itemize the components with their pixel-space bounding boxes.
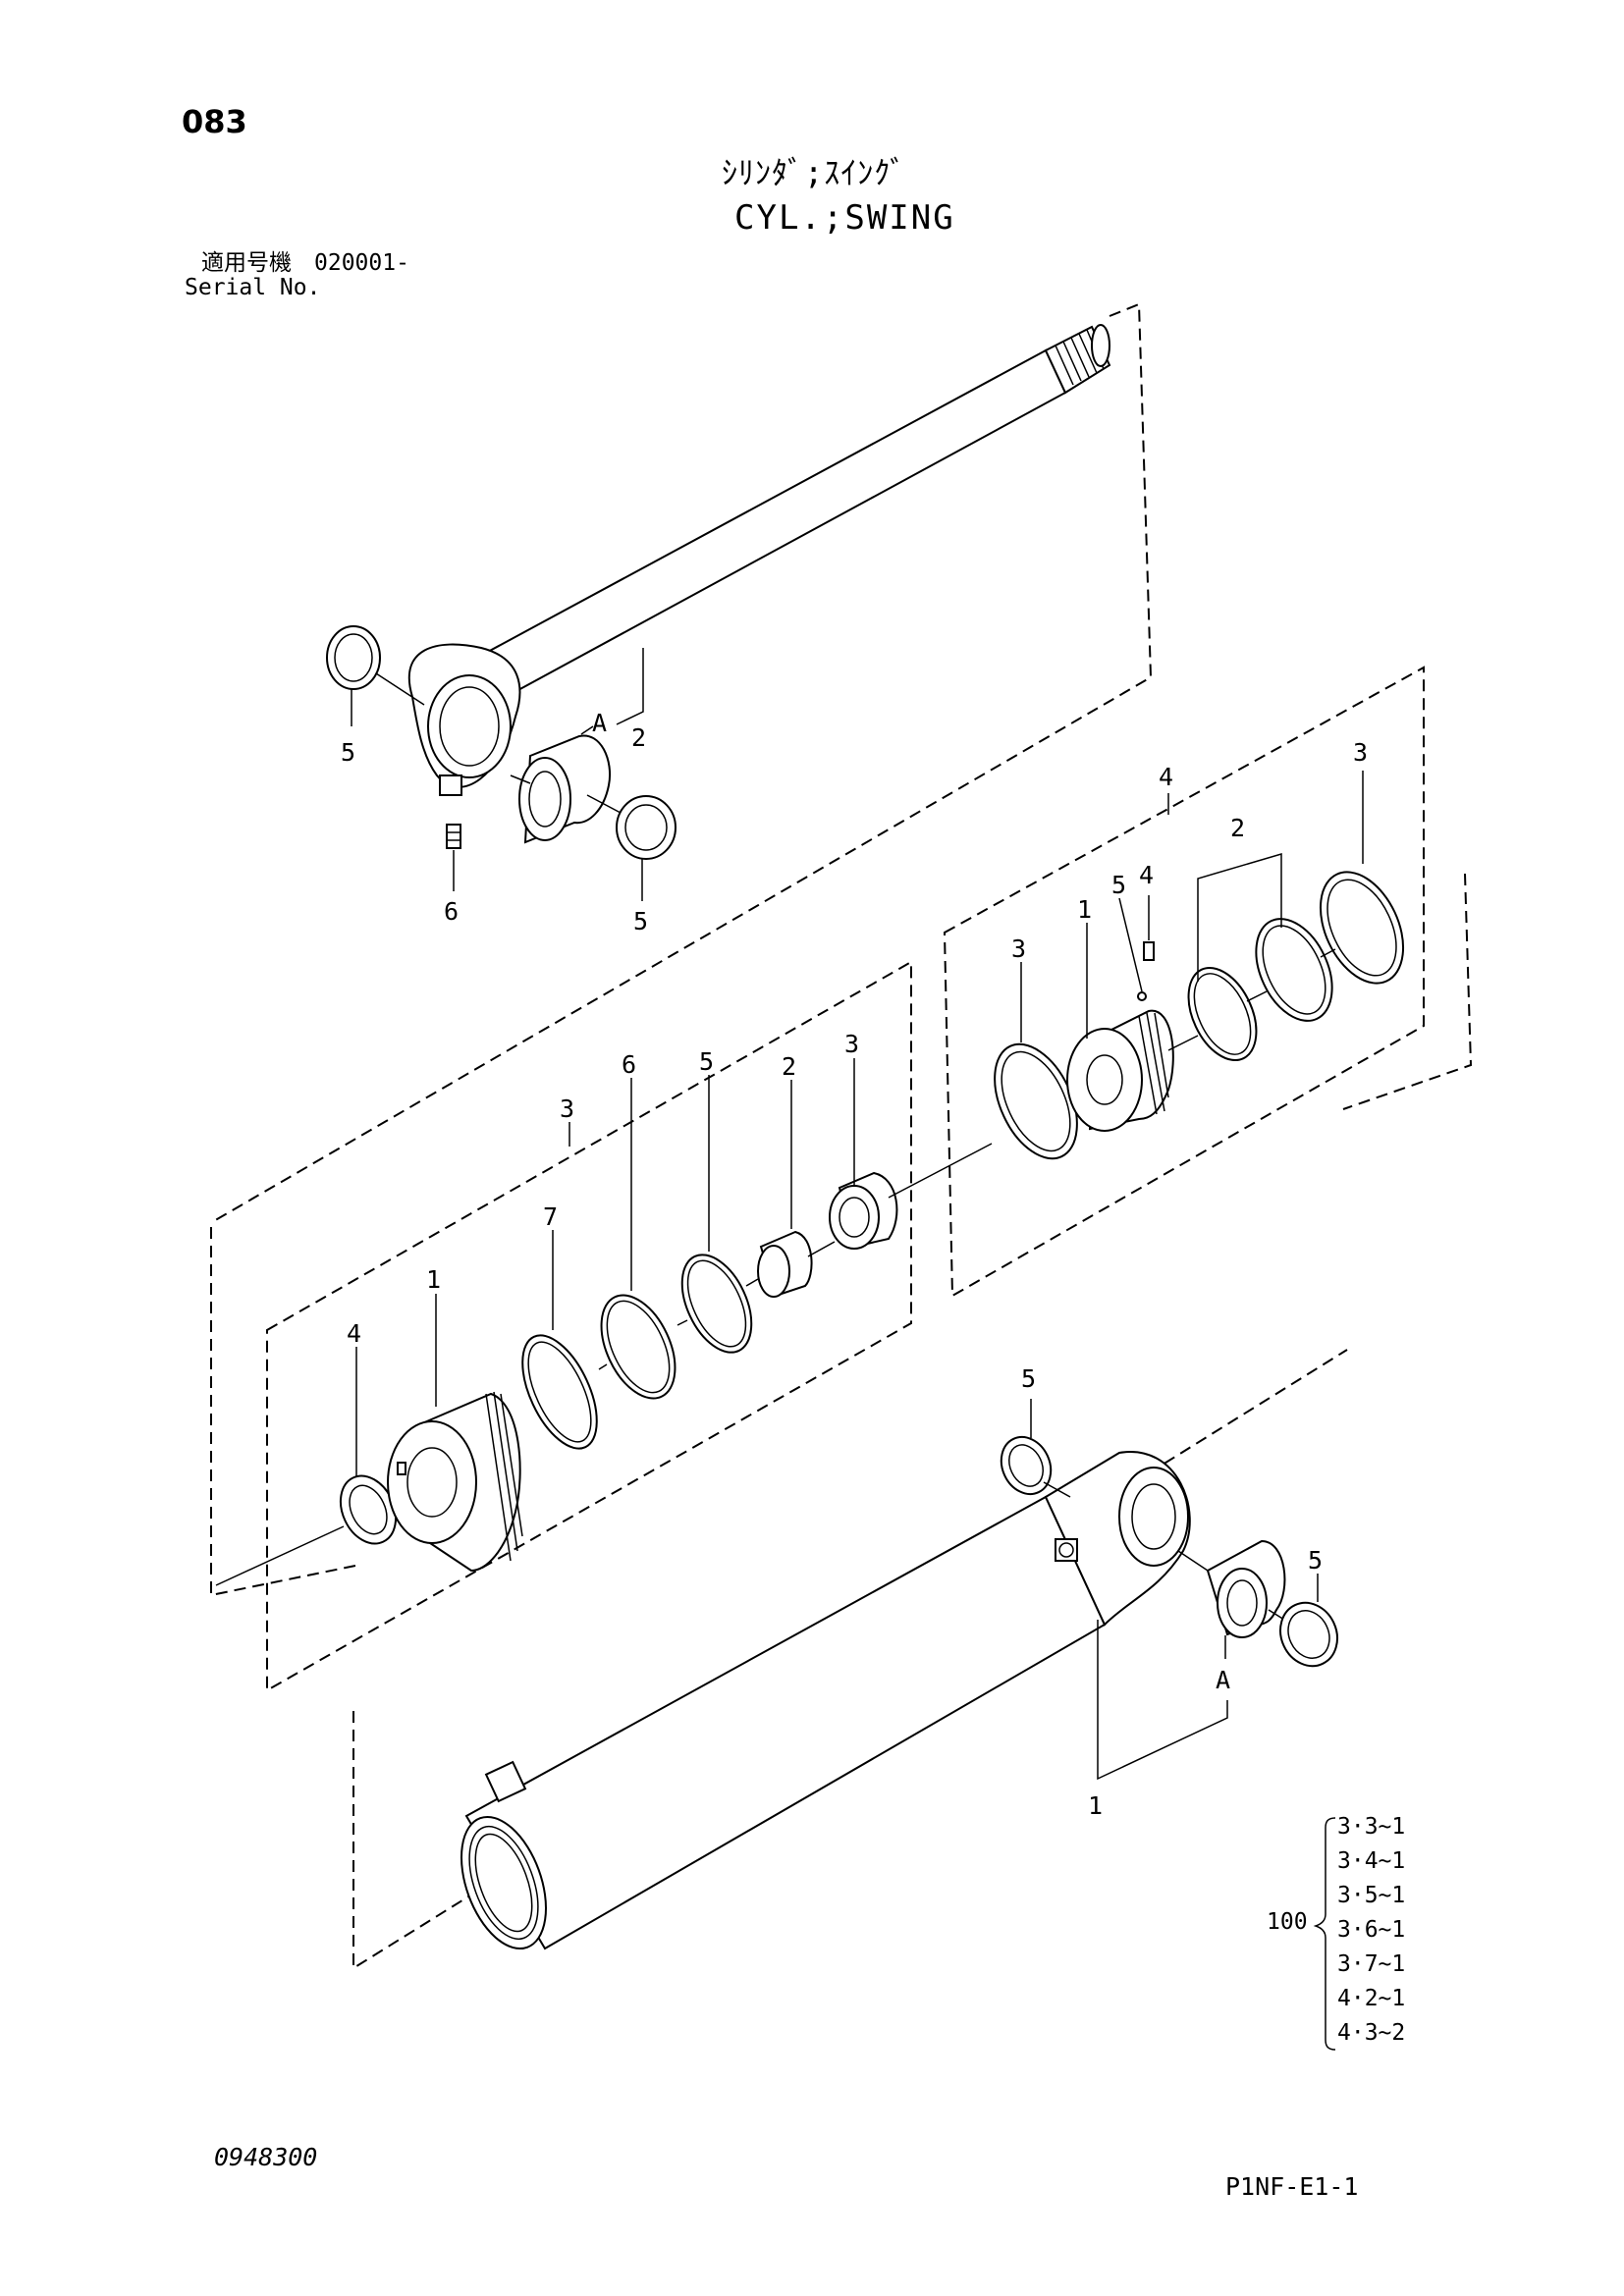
callout-head-7: 7 <box>543 1202 558 1231</box>
grease-fitting <box>446 824 461 849</box>
tube-eye-end <box>1044 1451 1191 1627</box>
tube-seal-ring-top <box>1000 1435 1053 1496</box>
piston-o-ring <box>1187 966 1258 1062</box>
page-reference: P1NF-E1-1 <box>1225 2172 1359 2201</box>
kit-item: 4·2~1 <box>1337 1986 1406 2011</box>
callout-head-5: 5 <box>699 1047 714 1076</box>
callout-piston-4: 4 <box>1139 861 1154 889</box>
callout-piston-3-top: 3 <box>1353 738 1368 767</box>
axis-line <box>375 672 425 706</box>
title-japanese: ｼﾘﾝﾀﾞ;ｽｲﾝｸﾞ <box>722 154 907 191</box>
rod-bushing <box>518 734 612 844</box>
tube-open-end <box>460 1815 547 1950</box>
callout-piston-5: 5 <box>1111 871 1126 899</box>
callout-piston-3-left: 3 <box>1011 934 1026 963</box>
callout-head-3: 3 <box>844 1030 859 1058</box>
serial-label-japanese: 適用号機 020001- <box>201 250 409 276</box>
cylinder-tube-assembly: 5 5 A 1 <box>352 1349 1348 1970</box>
head-buffer-ring <box>829 1171 898 1250</box>
serial-label-english: Serial No. <box>185 275 321 300</box>
kit-item: 3·6~1 <box>1337 1917 1406 1943</box>
callout-rod-A: A <box>592 709 607 737</box>
leader-piston-5 <box>1118 897 1143 992</box>
piston-group-outline <box>943 666 1425 1298</box>
kit-item: 3·3~1 <box>1337 1814 1406 1840</box>
kit-item: 3·4~1 <box>1337 1848 1406 1874</box>
rod-shaft <box>484 348 1067 699</box>
axis-line <box>215 1525 345 1586</box>
callout-head-6: 6 <box>622 1050 636 1079</box>
axis-line <box>888 1143 993 1199</box>
tube-port <box>484 1760 527 1803</box>
leader-piston-2 <box>1197 852 1282 982</box>
piston-steel-ball <box>1137 991 1147 1001</box>
kit-number: 100 <box>1267 1909 1308 1935</box>
callout-piston-2: 2 <box>1230 814 1245 842</box>
callout-rod-5-right: 5 <box>633 907 648 935</box>
head-bushing <box>757 1230 813 1298</box>
callout-head-4: 4 <box>347 1319 361 1348</box>
axis-line <box>1177 1550 1209 1572</box>
head-outer-outline <box>210 1227 356 1597</box>
callout-piston-1: 1 <box>1077 895 1092 924</box>
axis-line <box>1167 1035 1199 1051</box>
piston-wear-ring-right <box>1319 871 1405 985</box>
rod-thread-end <box>1044 324 1111 395</box>
cylinder-tube <box>464 1495 1107 1950</box>
rod-assembly: 5 A 2 6 5 <box>211 302 1153 1223</box>
piston-backup-ring <box>1255 918 1333 1022</box>
cylinder-head-group: 3 3 2 5 6 7 1 4 <box>210 960 993 1692</box>
leader-tube-1 <box>1097 1620 1228 1781</box>
document-code: 0948300 <box>214 2143 318 2171</box>
title-english: CYL.;SWING <box>734 198 955 238</box>
callout-tube-5-right: 5 <box>1308 1546 1323 1575</box>
axis-line <box>598 1363 608 1370</box>
callout-rod-5-left: 5 <box>341 738 355 767</box>
kit-item: 3·5~1 <box>1337 1883 1406 1908</box>
head-group-outline <box>266 960 912 1692</box>
head-backup-ring <box>600 1294 677 1400</box>
rod-seal-ring-left <box>326 625 381 690</box>
callout-rod-6: 6 <box>444 897 459 926</box>
piston-group: 4 3 2 5 4 1 3 <box>943 666 1473 1298</box>
axis-line <box>677 1319 688 1326</box>
callout-tube-A: A <box>1216 1666 1230 1694</box>
axis-line <box>1268 1609 1285 1621</box>
head-o-ring <box>521 1334 598 1450</box>
axis-line <box>807 1241 836 1257</box>
callout-head-2: 2 <box>782 1052 796 1081</box>
kit-item: 4·3~2 <box>1337 2020 1406 2046</box>
tube-bushing <box>1206 1539 1286 1638</box>
piston-outer-outline <box>1342 873 1473 1110</box>
head-rod-seal <box>680 1254 753 1354</box>
axis-line <box>586 794 622 814</box>
axis-line <box>1246 990 1268 1002</box>
piston-set-screw <box>1143 941 1155 961</box>
axis-line <box>1320 948 1336 958</box>
axis-line <box>510 774 531 784</box>
leader-rod-A <box>580 725 594 735</box>
rod-seal-ring-right <box>616 795 677 860</box>
callout-head-1: 1 <box>426 1265 441 1294</box>
rod-eye <box>407 643 521 796</box>
cylinder-head <box>387 1391 523 1573</box>
callout-piston-group: 4 <box>1159 763 1173 791</box>
axis-line <box>745 1278 759 1287</box>
callout-tube-5-top: 5 <box>1021 1364 1036 1393</box>
callout-rod-2: 2 <box>631 723 646 752</box>
callout-tube-1: 1 <box>1088 1791 1103 1820</box>
callout-head-group: 3 <box>560 1095 574 1123</box>
leader-rod-2 <box>616 648 644 725</box>
kit-bracket <box>1313 1817 1336 2051</box>
kit-item: 3·7~1 <box>1337 1951 1406 1977</box>
axis-line <box>1043 1481 1071 1498</box>
tube-seal-ring-right <box>1279 1601 1338 1668</box>
piston <box>1066 1009 1174 1132</box>
page-number: 083 <box>182 103 247 140</box>
